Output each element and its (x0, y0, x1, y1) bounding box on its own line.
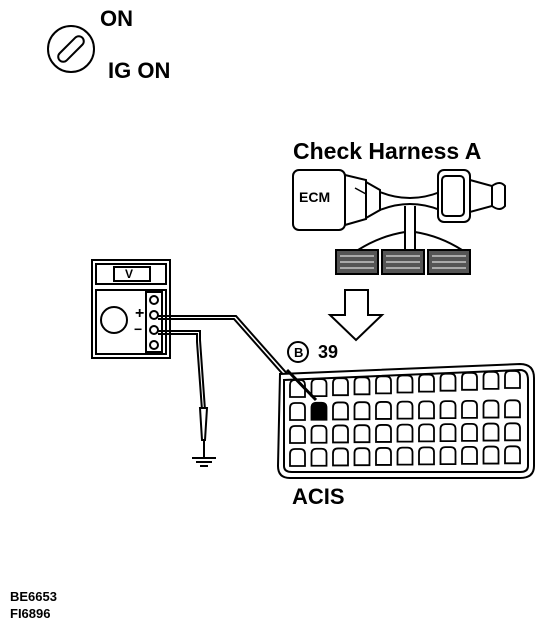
terminal-cavity (353, 376, 371, 396)
terminal-b-marker (287, 341, 309, 363)
check-harness-title: Check Harness A (293, 138, 482, 164)
terminal-letter: B (294, 345, 304, 360)
terminal-cavity (289, 425, 306, 444)
terminal-cavity (482, 422, 500, 442)
meter-mode-label: V (125, 267, 134, 281)
terminal-cavity (504, 370, 521, 389)
ground-icon (192, 457, 216, 467)
terminal-cavity (396, 423, 414, 443)
harness-connector-blocks (335, 249, 471, 275)
terminal-cavity (353, 447, 371, 467)
ecm-label: ECM (299, 189, 331, 205)
connector-name: ACIS (292, 484, 345, 509)
terminal-cavity (375, 424, 392, 443)
terminal-cavity (310, 378, 328, 397)
connector-cavity-grid (289, 370, 521, 467)
terminal-cavity (375, 447, 392, 466)
terminal-cavity (418, 446, 435, 466)
terminal-cavity (396, 446, 414, 466)
down-arrow-icon (327, 289, 385, 342)
terminal-cavity (482, 445, 500, 465)
terminal-cavity (461, 399, 478, 419)
terminal-cavity (461, 445, 478, 465)
terminal-cavity (439, 400, 457, 420)
terminal-cavity (332, 424, 349, 444)
terminal-cavity (289, 448, 306, 467)
terminal-cavity (332, 377, 349, 397)
terminal-cavity (482, 371, 500, 390)
terminal-cavity (439, 372, 457, 392)
probe-tip (198, 407, 209, 457)
terminal-cavity (504, 399, 521, 419)
terminal-cavity (310, 424, 328, 444)
terminal-cavity-39 (310, 401, 328, 421)
terminal-cavity (439, 446, 457, 466)
terminal-cavity (439, 423, 457, 443)
terminal-cavity (461, 422, 478, 442)
test-leads (158, 315, 299, 411)
terminal-cavity (461, 371, 478, 391)
multimeter (91, 259, 171, 359)
terminal-cavity (504, 422, 521, 442)
terminal-cavity (353, 424, 371, 444)
terminal-cavity (332, 447, 349, 467)
ignition-on-label: ON (100, 6, 133, 31)
ignition-key-icon (47, 25, 95, 73)
meter-minus-label: − (134, 321, 143, 337)
terminal-cavity (482, 399, 500, 419)
ignition-ig-on-label: IG ON (108, 58, 171, 83)
terminal-cavity (332, 401, 349, 421)
figure-code-1: BE6653 (10, 589, 57, 604)
terminal-cavity (418, 400, 435, 420)
terminal-cavity (353, 401, 371, 421)
terminal-cavity (310, 447, 328, 467)
terminal-cavity (418, 423, 435, 443)
terminal-cavity (418, 373, 435, 393)
terminal-number: 39 (318, 342, 339, 362)
terminal-cavity (375, 375, 392, 395)
figure-code-2: FI6896 (10, 606, 51, 621)
terminal-cavity (396, 374, 414, 394)
terminal-cavity (289, 402, 306, 421)
terminal-cavity (396, 400, 414, 420)
check-harness-drawing (292, 169, 506, 251)
terminal-cavity (375, 401, 392, 420)
meter-plus-label: + (135, 305, 145, 322)
probe-at-terminal (285, 368, 318, 402)
terminal-cavity (504, 445, 521, 465)
